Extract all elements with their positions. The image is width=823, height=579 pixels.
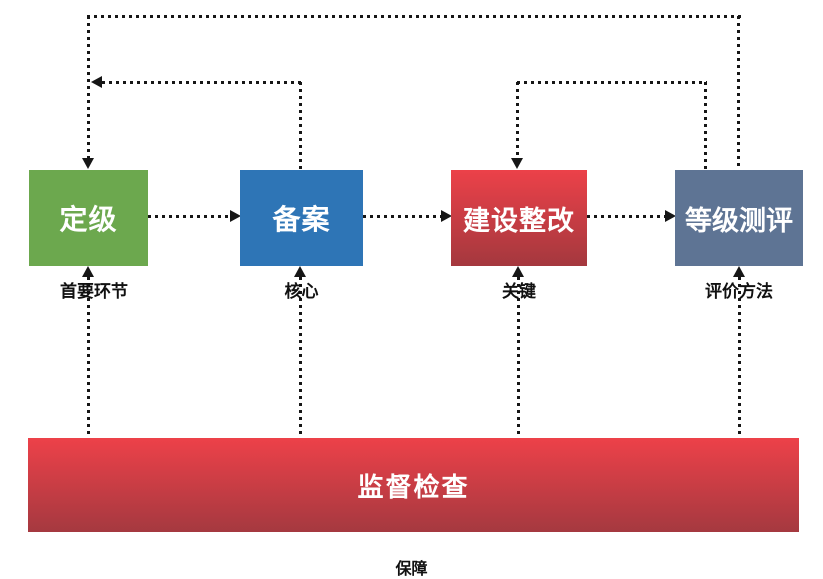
connector-supervision-to-rectification [517, 277, 520, 438]
arrowhead-supervision-to-grading-icon [82, 266, 94, 277]
arrowhead-grading-to-filing-icon [230, 210, 241, 222]
arrowhead-supervision-to-evaluation-icon [733, 266, 745, 277]
arrowhead-filing-to-rectification-icon [441, 210, 452, 222]
node-rectification-sublabel: 关键 [502, 282, 536, 301]
node-grading-sublabel: 首要环节 [60, 282, 128, 301]
arrowhead-rectification-to-evaluation-icon [665, 210, 676, 222]
arrowhead-into-rectification-icon [511, 158, 523, 169]
connector-supervision-to-grading [87, 277, 90, 438]
connector-filing-to-rectification [363, 215, 441, 218]
connector-evaluation-to-grading-vertical-right [737, 16, 740, 170]
connector-evaluation-to-rectification-vertical [704, 82, 707, 170]
connector-grading-to-filing [148, 215, 230, 218]
node-filing: 备案 [240, 170, 363, 266]
connector-filing-to-grading-horizontal [102, 81, 302, 84]
connector-supervision-to-evaluation [738, 277, 741, 438]
node-filing-sublabel: 核心 [284, 282, 319, 301]
connector-supervision-to-filing [299, 277, 302, 438]
supervision-bar-label: 监督检查 [357, 471, 470, 502]
node-rectification-label: 建设整改 [463, 205, 575, 236]
arrowhead-supervision-to-filing-icon [294, 266, 306, 277]
arrowhead-supervision-to-rectification-icon [512, 266, 524, 277]
connector-into-rectification-vertical [516, 82, 519, 158]
node-grading-label: 定级 [59, 204, 118, 235]
arrowhead-into-grading-icon [82, 158, 94, 169]
connector-evaluation-to-grading-top [87, 15, 741, 18]
node-rectification: 建设整改 [451, 170, 587, 266]
node-evaluation-sublabel: 评价方法 [705, 282, 773, 301]
arrowhead-filing-to-grading-icon [91, 76, 102, 88]
connector-filing-to-grading-vertical [299, 82, 302, 170]
node-evaluation: 等级测评 [675, 170, 803, 266]
supervision-bar: 监督检查 [28, 438, 799, 532]
node-grading: 定级 [29, 170, 148, 266]
connector-rectification-to-evaluation [587, 215, 665, 218]
connector-evaluation-to-rectification-horizontal [517, 81, 707, 84]
node-filing-label: 备案 [272, 204, 331, 235]
node-evaluation-label: 等级测评 [685, 205, 793, 236]
connector-evaluation-to-grading-vertical-left [87, 16, 90, 158]
footer-label: 保障 [395, 561, 428, 578]
